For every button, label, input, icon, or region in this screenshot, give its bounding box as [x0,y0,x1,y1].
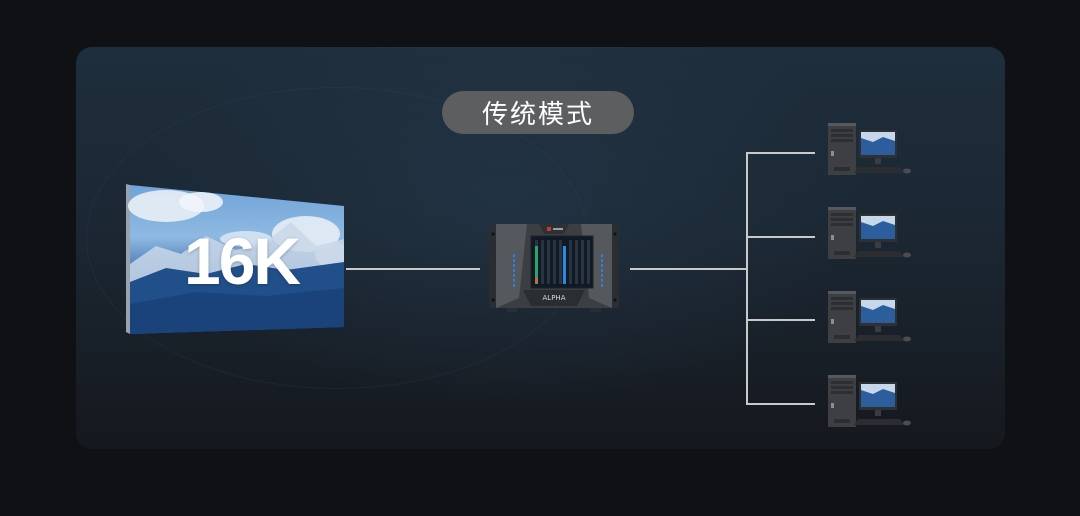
video-processor-device: ALPHA [489,224,619,312]
connector-branch-3 [746,319,815,321]
title-badge: 传统模式 [442,91,634,134]
resolution-label: 16K [184,224,301,298]
connector-line-source [346,268,480,270]
connector-line-processor [630,268,748,270]
connector-branch-1 [746,152,815,154]
led-wall-display [126,184,344,334]
computer-workstation-1 [828,121,913,179]
connector-branch-2 [746,236,815,238]
connector-bus-vertical [746,152,748,404]
device-brand-label: ALPHA [543,294,566,302]
computer-workstation-4 [828,373,913,431]
computer-workstation-3 [828,289,913,347]
diagram-title: 传统模式 [481,100,594,130]
computer-workstation-2 [828,205,913,263]
connector-branch-4 [746,403,815,405]
